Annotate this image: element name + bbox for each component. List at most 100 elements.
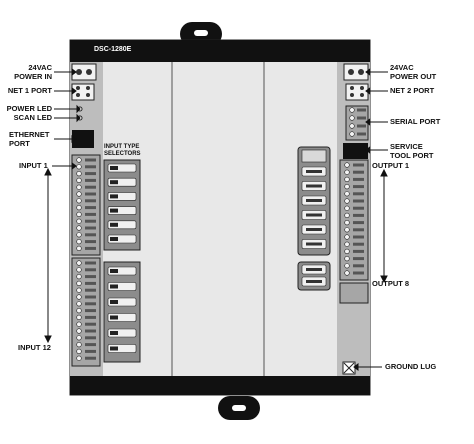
terminal-slot <box>85 158 96 162</box>
terminal-screw <box>344 205 350 211</box>
device-model-label: DSC-1280E <box>94 46 132 53</box>
terminal-screw <box>344 162 350 168</box>
terminal-screw <box>76 280 82 287</box>
terminal-screw <box>76 355 82 361</box>
output-terminals <box>344 107 366 276</box>
selector-switch-toggle <box>110 208 118 213</box>
terminal-screw <box>76 314 82 321</box>
terminal-slot <box>357 132 366 136</box>
callout-net2-port: NET 2 PORT <box>390 86 435 95</box>
relay-modules <box>301 149 327 287</box>
terminal-screw <box>76 260 82 266</box>
callout-net1-port: NET 1 PORT <box>7 86 52 95</box>
selector-switch-toggle <box>110 194 118 199</box>
callout-power-led: POWER LED <box>6 104 52 113</box>
terminal-screw <box>76 335 82 341</box>
terminal-slot <box>85 246 96 250</box>
terminal-slot <box>85 322 96 326</box>
relay-module-slot <box>306 213 322 217</box>
terminal-screw <box>344 169 350 175</box>
terminal-screw <box>344 227 350 233</box>
terminal-slot <box>85 295 96 299</box>
terminal-screw <box>76 301 82 307</box>
terminal-slot <box>353 213 364 217</box>
selector-switch-toggle <box>110 180 118 185</box>
terminal-screw <box>76 177 82 183</box>
relay-module-slot <box>306 228 322 231</box>
terminal-slot <box>353 249 364 253</box>
terminal-slot <box>85 349 96 353</box>
terminal-slot <box>353 199 364 203</box>
terminal-screw <box>76 294 82 300</box>
terminal-slot <box>85 192 96 196</box>
terminal-screw <box>349 115 355 121</box>
callout-service-tool-port: SERVICE TOOL PORT <box>390 142 434 160</box>
terminal-slot <box>85 288 96 292</box>
terminal-screw <box>344 248 350 254</box>
terminal-slot <box>85 178 96 182</box>
terminal-screw <box>344 256 350 262</box>
input-type-selectors-label: INPUT TYPE SELECTORS <box>104 144 141 157</box>
terminal-screw <box>344 176 350 182</box>
relay-module-slot <box>306 184 322 188</box>
terminal-slot <box>353 235 364 239</box>
terminal-slot <box>85 226 96 230</box>
terminal-screw <box>76 321 82 327</box>
terminal-screw <box>76 211 82 217</box>
terminal-slot <box>85 329 96 333</box>
terminal-slot <box>353 228 364 232</box>
terminal-slot <box>85 219 96 223</box>
terminal-slot <box>85 343 96 347</box>
terminal-slot <box>85 302 96 306</box>
terminal-slot <box>353 177 364 181</box>
selector-switch-toggle <box>110 300 118 304</box>
terminal-screw <box>76 191 82 197</box>
selector-switch-toggle <box>110 284 118 289</box>
callout-input-12: INPUT 12 <box>18 343 51 352</box>
terminal-screw <box>76 232 82 238</box>
terminal-screw <box>76 287 82 293</box>
terminal-screw <box>349 123 355 129</box>
selector-switch-toggle <box>110 166 118 170</box>
terminal-screw <box>76 308 82 314</box>
selector-switches <box>107 163 137 353</box>
terminal-slot <box>353 170 364 174</box>
terminal-slot <box>353 206 364 210</box>
terminal-slot <box>85 212 96 216</box>
terminal-screw <box>76 205 82 211</box>
terminal-slot <box>85 165 96 169</box>
selector-switch-toggle <box>110 222 118 227</box>
terminal-slot <box>357 108 366 112</box>
terminal-screw <box>76 267 82 273</box>
terminal-screw <box>76 239 82 245</box>
relay-module-slot <box>306 199 322 202</box>
terminal-slot <box>85 199 96 203</box>
callout-serial-port: SERIAL PORT <box>390 117 441 126</box>
terminal-screw <box>349 107 355 113</box>
terminal-slot <box>85 240 96 244</box>
callout-output-1: OUTPUT 1 <box>372 161 410 170</box>
relay-module-slot <box>306 280 322 283</box>
terminal-screw <box>344 270 350 276</box>
terminal-screw <box>76 198 82 204</box>
terminal-screw <box>344 263 350 269</box>
selector-switch-toggle <box>110 331 118 335</box>
terminal-screw <box>76 157 82 163</box>
input-terminals <box>76 157 96 361</box>
relay-header <box>301 149 327 163</box>
terminal-slot <box>85 206 96 210</box>
relay-module-slot <box>306 242 322 246</box>
terminal-slot <box>353 185 364 189</box>
terminal-slot <box>85 185 96 189</box>
relay-module-slot <box>306 268 322 271</box>
terminal-screw <box>76 348 82 355</box>
terminal-screw <box>344 198 350 204</box>
terminal-slot <box>353 163 364 167</box>
terminal-screw <box>76 342 82 348</box>
terminal-slot <box>85 268 96 272</box>
callout-ethernet-port: ETHERNET PORT <box>9 130 50 148</box>
callout-scan-led: SCAN LED <box>13 113 52 122</box>
terminal-slot <box>353 271 364 275</box>
terminal-slot <box>85 309 96 313</box>
